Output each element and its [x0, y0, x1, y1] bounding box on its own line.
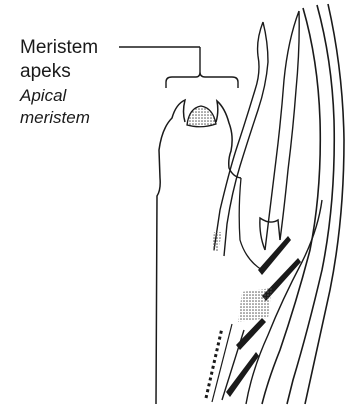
stem-inner-boundary — [239, 178, 262, 270]
provascular-zone — [238, 288, 272, 322]
vascular-strand-4 — [226, 352, 259, 397]
developing-strand-1 — [206, 328, 222, 398]
older-leaf-tip — [260, 218, 280, 250]
older-leaf-inner — [265, 11, 299, 250]
outer-leaf-2 — [287, 5, 334, 404]
label-meristem-en: meristem — [20, 109, 90, 126]
outer-leaf-3 — [305, 4, 344, 404]
vascular-strand-3 — [236, 318, 266, 350]
young-leaf-stipple — [212, 232, 222, 252]
shoot-apex-outline — [156, 100, 241, 404]
label-meristem: Meristem — [20, 38, 98, 57]
apical-meristem-dome — [187, 106, 216, 127]
label-apical: Apical — [20, 87, 66, 104]
label-apeks: apeks — [20, 62, 71, 81]
meristem-bracket — [166, 47, 238, 88]
